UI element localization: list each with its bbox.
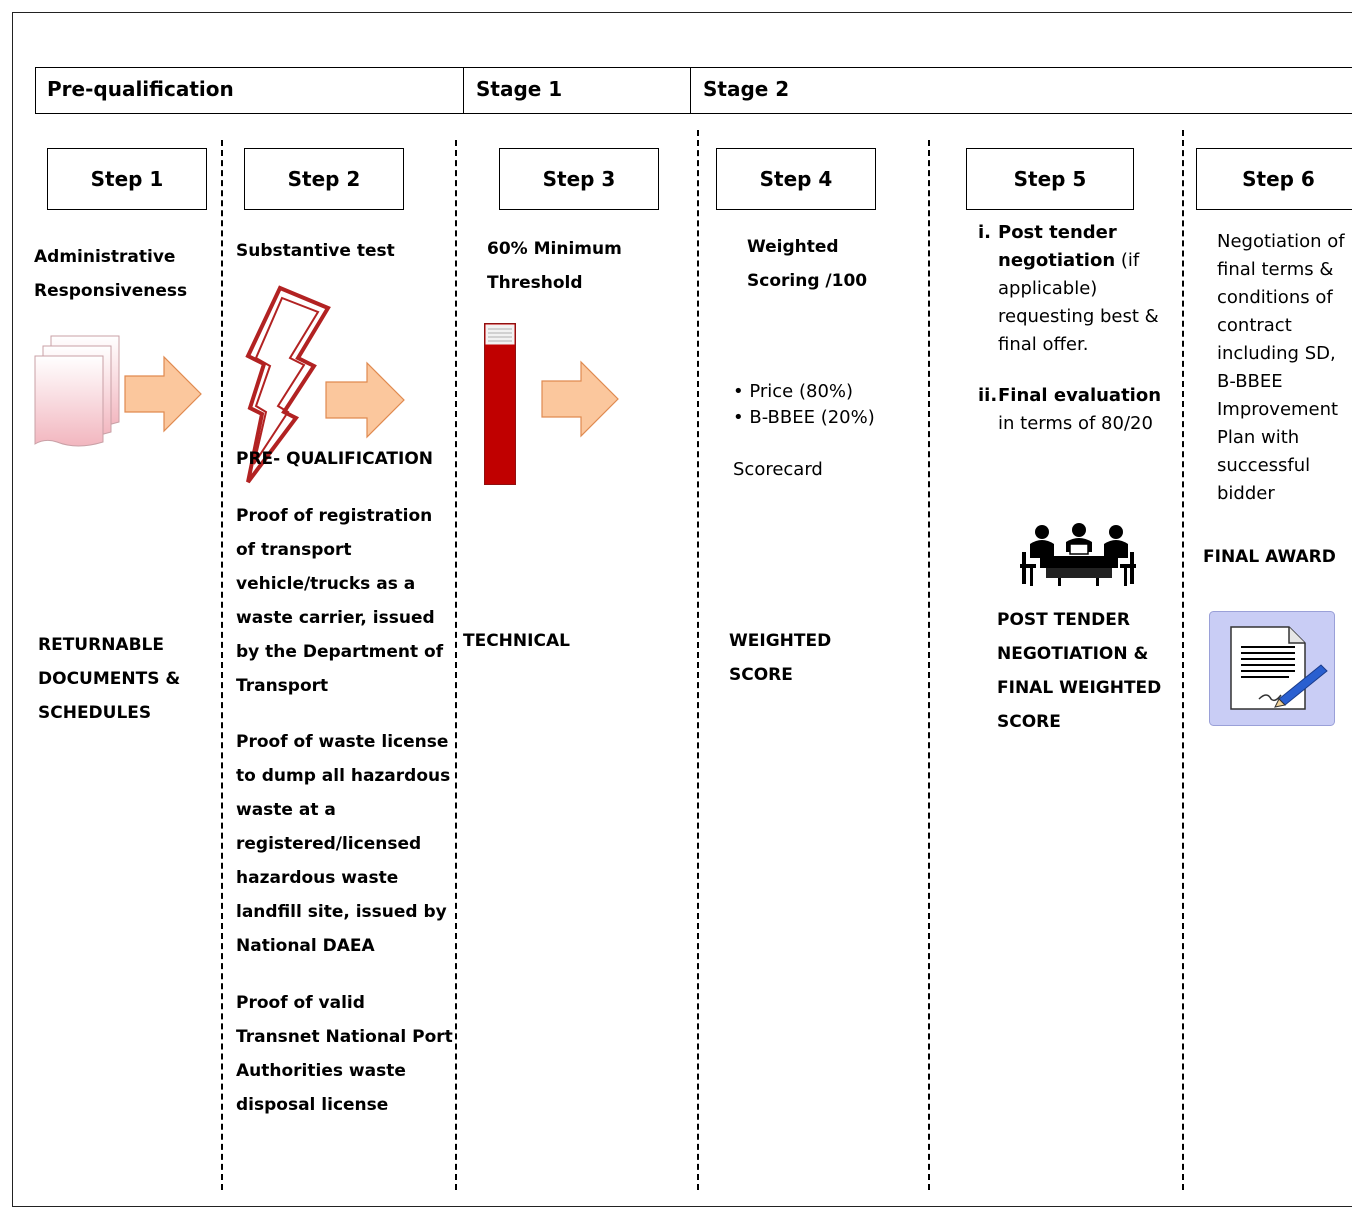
stage-prequalification: Pre-qualification bbox=[47, 77, 234, 101]
col3-bottom: TECHNICAL bbox=[463, 631, 570, 651]
col3-heading: 60% Minimum Threshold bbox=[487, 239, 622, 293]
step-1-box: Step 1 bbox=[47, 148, 207, 210]
column-divider bbox=[455, 140, 457, 1190]
step-2-box: Step 2 bbox=[244, 148, 404, 210]
col4-bullet-1: • Price (80%) bbox=[733, 378, 923, 406]
col2-subheading: PRE- QUALIFICATION bbox=[236, 449, 434, 469]
threshold-bar-icon bbox=[484, 323, 516, 485]
col5-item-1-rest: (if applicable) requesting best & final … bbox=[998, 250, 1159, 355]
stage-divider bbox=[463, 67, 464, 114]
arrow-icon bbox=[124, 355, 202, 433]
col1-heading: Administrative Responsiveness bbox=[34, 247, 188, 301]
col4-bullet-2: • B-BBEE (20%) bbox=[733, 404, 923, 432]
col4-bottom: WEIGHTED SCORE bbox=[729, 631, 832, 685]
arrow-icon bbox=[325, 361, 405, 439]
col5-item-1-bold: Post tender negotiation bbox=[998, 222, 1117, 271]
step-3-box: Step 3 bbox=[499, 148, 659, 210]
step-6-box: Step 6 bbox=[1196, 148, 1352, 210]
col4-scorecard: Scorecard bbox=[733, 459, 823, 480]
col6-text: Negotiation of final terms & conditions … bbox=[1217, 231, 1345, 504]
col5-item-2-bold: Final evaluation bbox=[998, 385, 1162, 406]
col5-item-1-marker: i. bbox=[978, 222, 992, 243]
col5-bottom: POST TENDER NEGOTIATION & FINAL WEIGHTED… bbox=[997, 610, 1162, 732]
signed-document-icon bbox=[1209, 611, 1335, 726]
col2-requirement-1: Proof of registration of transport vehic… bbox=[236, 506, 444, 696]
col1-bottom: RETURNABLE DOCUMENTS & SCHEDULES bbox=[38, 635, 181, 723]
documents-icon bbox=[34, 335, 120, 447]
stage-divider bbox=[690, 67, 691, 114]
col2-heading: Substantive test bbox=[236, 241, 395, 261]
step-4-box: Step 4 bbox=[716, 148, 876, 210]
column-divider bbox=[928, 140, 930, 1190]
bullet-marker: • bbox=[733, 381, 750, 402]
col4-bullet-text: B-BBEE (20%) bbox=[749, 407, 875, 428]
column-divider bbox=[1182, 130, 1184, 1190]
col5-item-2-text: Final evaluation in terms of 80/20 bbox=[998, 382, 1178, 438]
col2-requirement-2: Proof of waste license to dump all hazar… bbox=[236, 732, 451, 956]
bullet-marker: • bbox=[733, 407, 750, 428]
col4-heading: Weighted Scoring /100 bbox=[747, 237, 868, 291]
lightning-icon bbox=[245, 285, 331, 484]
col5-item-1-text: Post tender negotiation (if applicable) … bbox=[998, 219, 1178, 359]
stage-1: Stage 1 bbox=[476, 77, 563, 101]
col4-bullet-text: Price (80%) bbox=[749, 381, 854, 402]
col5-item-1: i. Post tender negotiation (if applicabl… bbox=[978, 219, 1178, 359]
step-5-box: Step 5 bbox=[966, 148, 1134, 210]
column-divider bbox=[221, 140, 223, 1190]
stage-header-bar bbox=[35, 67, 1352, 114]
col5-item-2-rest: in terms of 80/20 bbox=[998, 413, 1153, 434]
col5-item-2: ii. Final evaluation in terms of 80/20 bbox=[978, 382, 1178, 438]
stage-2: Stage 2 bbox=[703, 77, 790, 101]
col2-requirement-3: Proof of valid Transnet National Port Au… bbox=[236, 993, 453, 1115]
column-divider bbox=[697, 130, 699, 1190]
col5-item-2-marker: ii. bbox=[978, 385, 998, 406]
arrow-icon bbox=[541, 360, 619, 438]
col6-award: FINAL AWARD bbox=[1203, 547, 1336, 567]
meeting-icon bbox=[1020, 523, 1136, 586]
